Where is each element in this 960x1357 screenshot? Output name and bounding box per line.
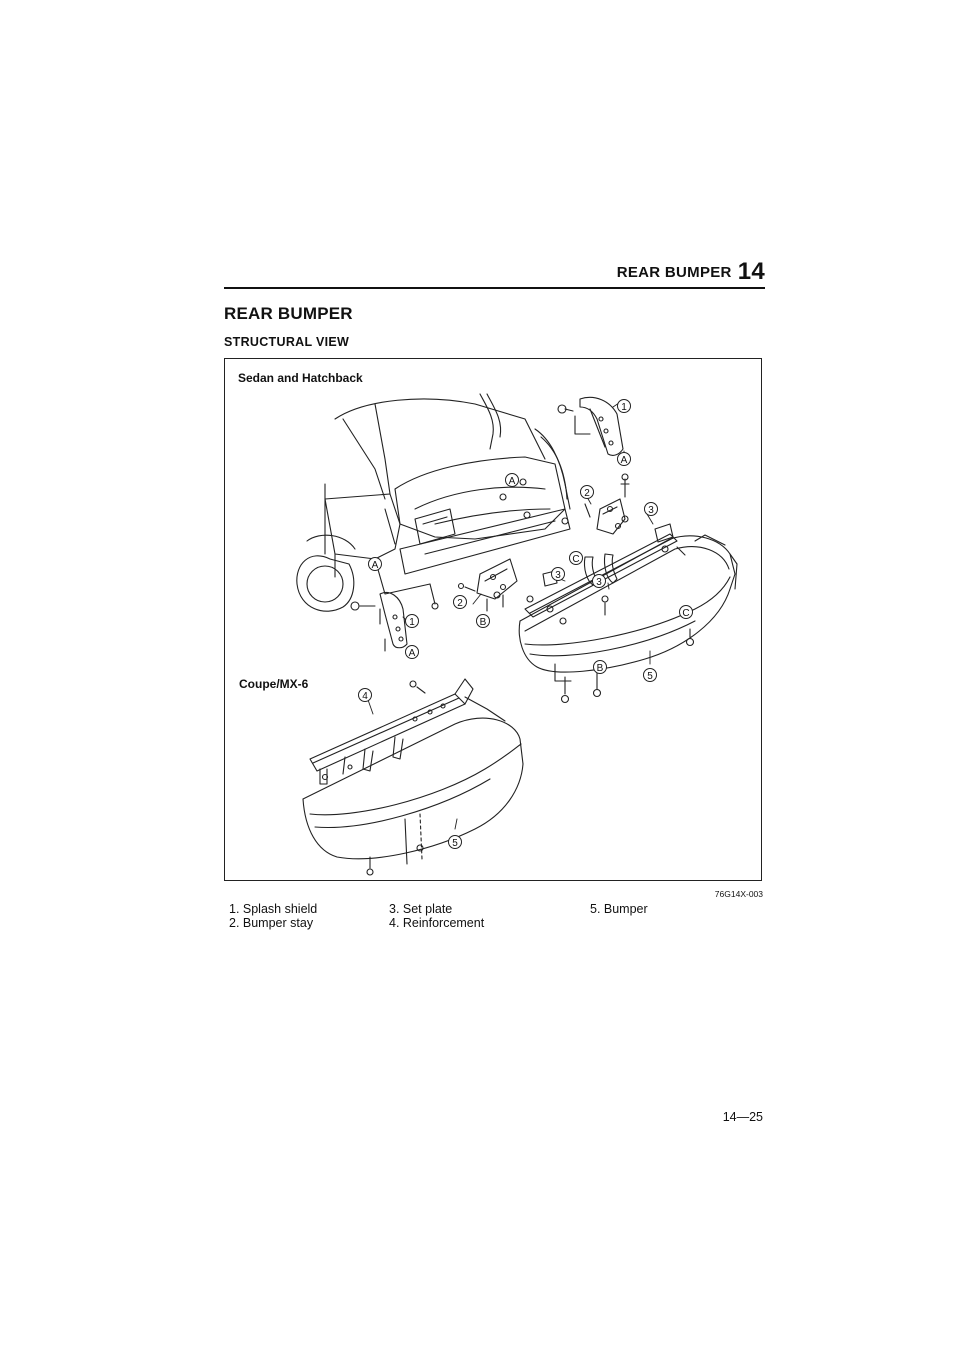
bumper-stay-upper bbox=[561, 473, 630, 535]
structural-view-figure: Sedan and Hatchback Coupe/MX-6 bbox=[224, 358, 762, 881]
legend-column-1: 1. Splash shield 2. Bumper stay bbox=[229, 902, 317, 930]
legend-item: 4. Reinforcement bbox=[389, 916, 485, 930]
svg-text:3: 3 bbox=[555, 570, 561, 581]
svg-text:5: 5 bbox=[452, 838, 458, 849]
legend-item: 3. Set plate bbox=[389, 902, 453, 916]
svg-text:B: B bbox=[597, 663, 604, 674]
splash-shield-upper bbox=[557, 396, 624, 456]
svg-text:1: 1 bbox=[409, 617, 415, 628]
coupe-reinforcement bbox=[309, 678, 474, 785]
bumper-stay-lower bbox=[457, 558, 518, 612]
svg-text:2: 2 bbox=[457, 598, 463, 609]
callout-A-upper: A bbox=[617, 452, 631, 466]
callout-C-upper: C bbox=[569, 551, 583, 565]
legend-item: 5. Bumper bbox=[590, 902, 648, 916]
svg-text:3: 3 bbox=[596, 577, 602, 588]
callout-3-middle: 3 bbox=[551, 567, 565, 581]
svg-text:2: 2 bbox=[584, 488, 590, 499]
callout-4-coupe: 4 bbox=[358, 688, 372, 702]
callout-2-upper: 2 bbox=[580, 485, 594, 499]
legend-column-3: 5. Bumper bbox=[590, 902, 648, 916]
svg-text:A: A bbox=[372, 560, 379, 571]
splash-shield-lower bbox=[350, 591, 408, 652]
callout-B-upper: B bbox=[476, 614, 490, 628]
coupe-bumper bbox=[302, 696, 524, 876]
figure-label-sedan-hatchback: Sedan and Hatchback bbox=[238, 371, 363, 385]
callout-A-wheel: A bbox=[368, 557, 382, 571]
callout-A-trunk: A bbox=[505, 473, 519, 487]
callout-B-lower: B bbox=[593, 660, 607, 674]
callout-1-lower: 1 bbox=[405, 614, 419, 628]
figure-label-coupe-mx6: Coupe/MX-6 bbox=[239, 677, 309, 691]
section-title: REAR BUMPER bbox=[224, 304, 353, 323]
figure-code: 76G14X-003 bbox=[714, 889, 763, 899]
svg-text:4: 4 bbox=[362, 691, 368, 702]
chapter-number: 14 bbox=[737, 258, 765, 285]
svg-text:C: C bbox=[682, 608, 689, 619]
svg-text:A: A bbox=[621, 455, 628, 466]
running-header: REAR BUMPER 14 bbox=[560, 258, 765, 286]
callout-A-lower: A bbox=[405, 645, 419, 659]
page-number: 14—25 bbox=[722, 1110, 763, 1124]
svg-text:A: A bbox=[409, 648, 416, 659]
callout-5-sedan: 5 bbox=[643, 668, 657, 682]
svg-text:3: 3 bbox=[648, 505, 654, 516]
svg-text:1: 1 bbox=[621, 402, 627, 413]
callout-2-lower: 2 bbox=[453, 595, 467, 609]
legend-column-2: 3. Set plate 4. Reinforcement bbox=[389, 902, 484, 930]
callout-3-right: 3 bbox=[644, 502, 658, 516]
callout-1-upper: 1 bbox=[617, 399, 631, 413]
callout-5-coupe: 5 bbox=[448, 835, 462, 849]
legend-item: 1. Splash shield bbox=[229, 902, 318, 916]
callout-C-lower: C bbox=[679, 605, 693, 619]
subsection-title: STRUCTURAL VIEW bbox=[224, 335, 350, 349]
running-header-title: REAR BUMPER bbox=[616, 264, 732, 281]
svg-text:A: A bbox=[509, 476, 516, 487]
header-rule bbox=[224, 287, 765, 289]
legend-item: 2. Bumper stay bbox=[229, 916, 314, 930]
svg-text:B: B bbox=[480, 617, 487, 628]
callout-3-center: 3 bbox=[592, 574, 606, 588]
car-body-illustration bbox=[296, 393, 571, 612]
sedan-bumper bbox=[518, 533, 738, 704]
exploded-view-drawing: 1 A A 2 3 C A 3 3 2 1 B C A B 5 4 5 bbox=[296, 393, 738, 876]
svg-text:C: C bbox=[572, 554, 579, 565]
svg-text:5: 5 bbox=[647, 671, 653, 682]
